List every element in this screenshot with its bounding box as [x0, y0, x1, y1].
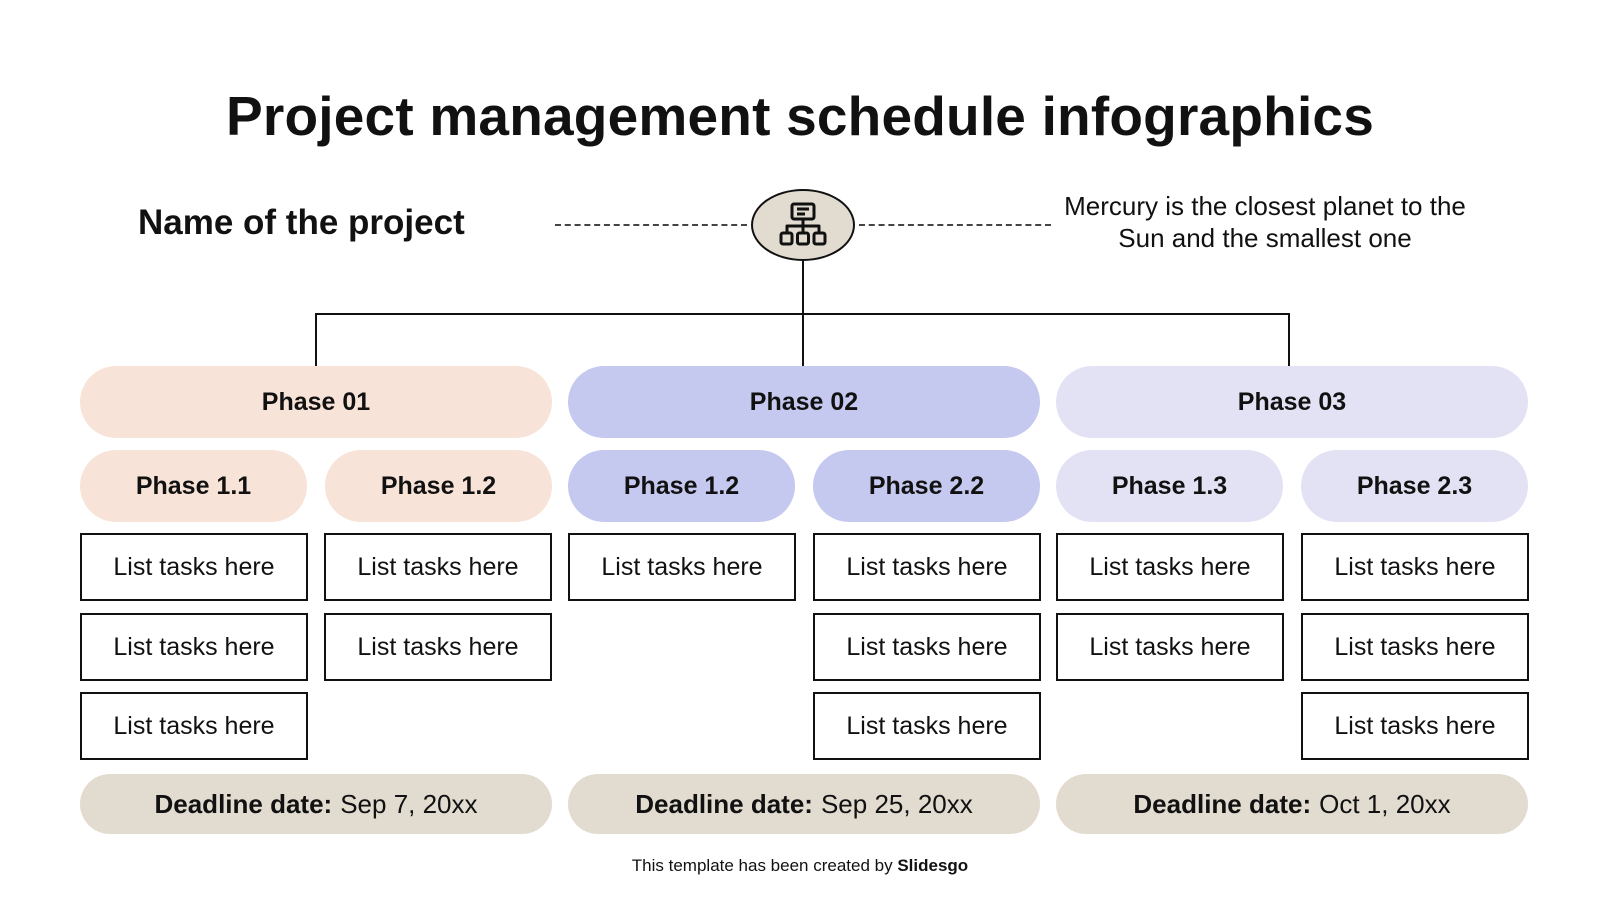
task-item[interactable]: List tasks here: [813, 533, 1041, 601]
phase-02-deadline: Deadline date: Sep 25, 20xx: [568, 774, 1040, 834]
task-item[interactable]: List tasks here: [813, 692, 1041, 760]
footer-credit: This template has been created by Slides…: [0, 856, 1600, 876]
connector-horizontal: [315, 313, 1290, 315]
task-item[interactable]: List tasks here: [813, 613, 1041, 681]
task-item[interactable]: List tasks here: [1301, 533, 1529, 601]
phase-01-deadline: Deadline date: Sep 7, 20xx: [80, 774, 552, 834]
task-item[interactable]: List tasks here: [1301, 692, 1529, 760]
connector-phase-01: [315, 313, 317, 366]
phase-3-2-header: Phase 2.3: [1301, 450, 1528, 522]
phase-3-1-header: Phase 1.3: [1056, 450, 1283, 522]
dashed-connector-left: [555, 224, 747, 226]
task-item[interactable]: List tasks here: [1056, 533, 1284, 601]
phase-2-2-header: Phase 2.2: [813, 450, 1040, 522]
phase-02-header: Phase 02: [568, 366, 1040, 438]
connector-phase-03: [1288, 313, 1290, 366]
task-item[interactable]: List tasks here: [324, 533, 552, 601]
phase-2-1-header: Phase 1.2: [568, 450, 795, 522]
task-item[interactable]: List tasks here: [80, 533, 308, 601]
footer-brand-link[interactable]: Slidesgo: [897, 856, 969, 875]
org-chart-icon: [779, 202, 827, 246]
task-item[interactable]: List tasks here: [1056, 613, 1284, 681]
deadline-value: Sep 25, 20xx: [820, 788, 973, 819]
phase-03-deadline: Deadline date: Oct 1, 20xx: [1056, 774, 1528, 834]
page-title: Project management schedule infographics: [225, 85, 1374, 147]
org-chart-icon-badge: [751, 189, 855, 261]
phase-1-2-header: Phase 1.2: [325, 450, 552, 522]
phase-03-header: Phase 03: [1056, 366, 1528, 438]
dashed-connector-right: [859, 224, 1051, 226]
deadline-label: Deadline date:: [635, 788, 813, 819]
task-item[interactable]: List tasks here: [80, 692, 308, 760]
phase-1-1-header: Phase 1.1: [80, 450, 307, 522]
phase-01-header: Phase 01: [80, 366, 552, 438]
footer-text: This template has been created by: [631, 856, 893, 875]
task-item[interactable]: List tasks here: [80, 613, 308, 681]
deadline-value: Oct 1, 20xx: [1319, 788, 1451, 819]
project-name: Name of the project: [138, 203, 465, 242]
task-item[interactable]: List tasks here: [1301, 613, 1529, 681]
deadline-value: Sep 7, 20xx: [340, 788, 478, 819]
project-description: Mercury is the closest planet to the Sun…: [1064, 191, 1466, 253]
deadline-label: Deadline date:: [1133, 788, 1312, 819]
deadline-label: Deadline date:: [154, 788, 333, 819]
task-item[interactable]: List tasks here: [568, 533, 796, 601]
task-item[interactable]: List tasks here: [324, 613, 552, 681]
